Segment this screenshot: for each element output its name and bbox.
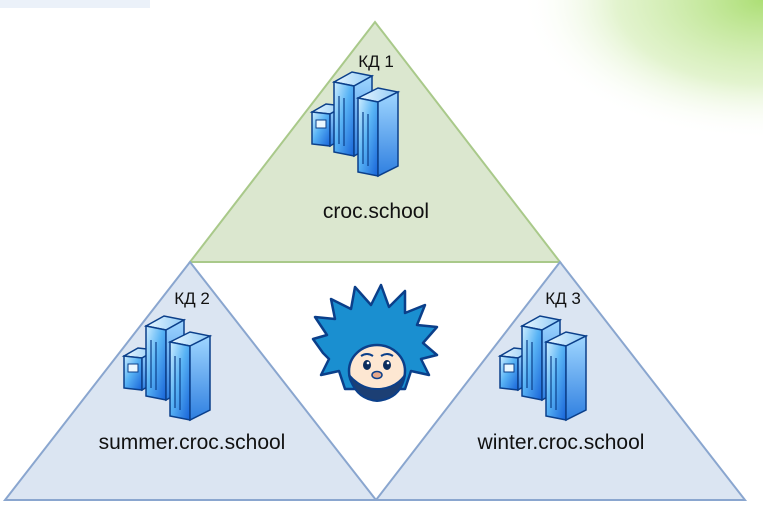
corner-glow-top-right bbox=[520, 0, 763, 140]
dc-label-right: КД 3 bbox=[545, 289, 581, 308]
hedgehog-mascot-icon bbox=[311, 283, 439, 403]
corner-glow-top-left bbox=[0, 0, 150, 8]
domain-name-right: winter.croc.school bbox=[477, 431, 645, 454]
dc-label-root: КД 1 bbox=[358, 52, 394, 71]
domain-name-left: summer.croc.school bbox=[99, 431, 286, 454]
dc-label-left: КД 2 bbox=[174, 289, 210, 308]
domain-name-root: croc.school bbox=[323, 200, 429, 223]
